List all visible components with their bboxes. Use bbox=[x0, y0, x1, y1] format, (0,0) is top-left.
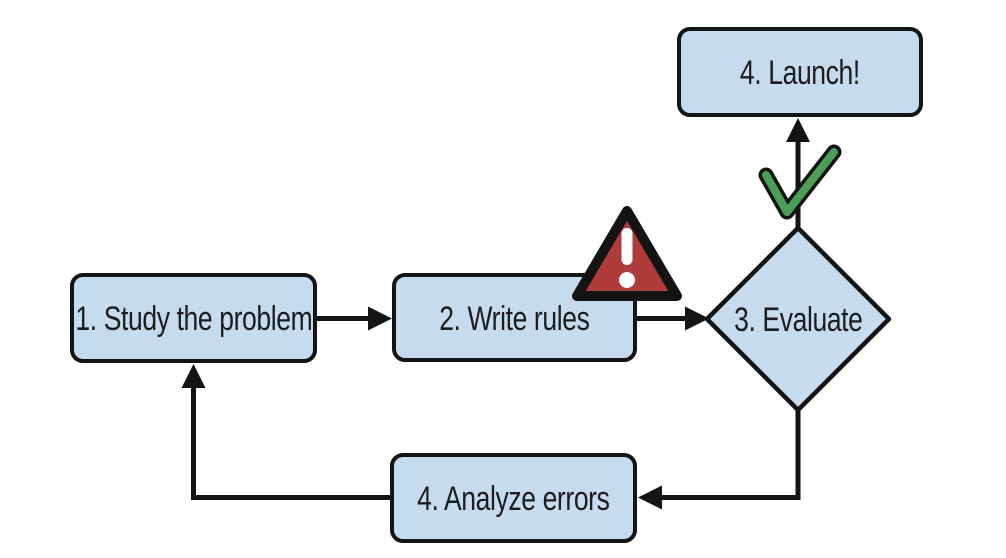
arrow-study-to-write bbox=[317, 306, 392, 331]
node-analyze-label: 4. Analyze errors bbox=[417, 480, 610, 518]
arrow-evaluate-to-launch bbox=[786, 118, 810, 230]
node-evaluate-label: 3. Evaluate bbox=[733, 301, 863, 339]
node-write-rules: 2. Write rules bbox=[392, 273, 637, 362]
node-write-label: 2. Write rules bbox=[439, 299, 590, 338]
node-evaluate: 3. Evaluate bbox=[698, 299, 898, 339]
node-study-label: 1. Study the problem bbox=[75, 300, 312, 338]
arrow-evaluate-to-analyze bbox=[638, 408, 801, 510]
node-launch-label: 4. Launch! bbox=[740, 54, 860, 92]
node-analyze-errors: 4. Analyze errors bbox=[390, 453, 637, 543]
node-study-the-problem: 1. Study the problem bbox=[70, 273, 317, 363]
arrow-analyze-to-study bbox=[181, 364, 390, 500]
node-launch: 4. Launch! bbox=[677, 27, 923, 117]
check-mark-icon bbox=[758, 144, 842, 220]
warning-exclamation-bar bbox=[621, 228, 633, 265]
